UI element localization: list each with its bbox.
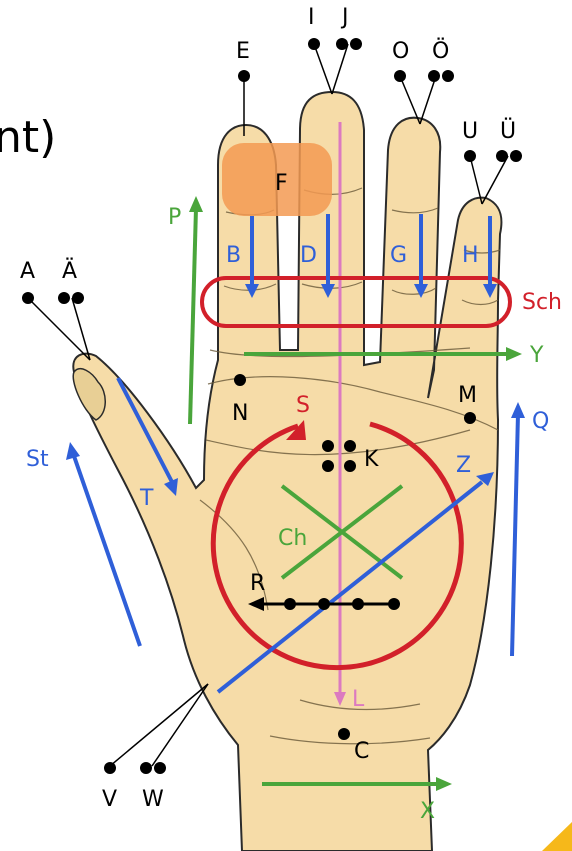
green-arrowhead-p	[189, 196, 203, 212]
m-dot	[464, 412, 476, 424]
label-z: Z	[456, 453, 471, 478]
label-d: D	[300, 243, 317, 268]
label-c: C	[354, 739, 369, 764]
label-ch: Ch	[278, 526, 307, 551]
blue-arrow-q	[512, 414, 518, 656]
label-u-umlaut: Ü	[500, 118, 516, 144]
label-sch: Sch	[522, 290, 562, 315]
label-o: O	[392, 39, 409, 64]
green-arrowhead-y	[506, 347, 522, 361]
e-dot	[238, 70, 250, 82]
w-dot-1	[140, 762, 152, 774]
label-f: F	[275, 171, 288, 196]
green-arrow-p	[190, 208, 196, 424]
label-x: X	[420, 799, 435, 824]
corner-accent	[542, 822, 572, 851]
a-umlaut-dot-1	[58, 292, 70, 304]
o-dot	[394, 70, 406, 82]
label-u: U	[462, 119, 478, 144]
o-umlaut-dot-1	[428, 70, 440, 82]
heading-fragment: nt)	[0, 112, 56, 163]
green-arrowhead-x	[436, 777, 452, 791]
label-v: V	[102, 787, 117, 812]
label-l: L	[352, 687, 365, 712]
label-g: G	[390, 243, 407, 268]
i-dot	[308, 38, 320, 50]
v-dot	[104, 762, 116, 774]
w-dot-2	[154, 762, 166, 774]
label-b: B	[226, 243, 241, 268]
a-dot	[22, 292, 34, 304]
label-y: Y	[529, 343, 544, 368]
label-w: W	[142, 787, 164, 812]
label-s: S	[296, 393, 310, 418]
label-j: J	[340, 5, 349, 30]
a-umlaut-dot-2	[72, 292, 84, 304]
n-dot	[234, 374, 246, 386]
label-h: H	[462, 243, 479, 268]
j-dot-2	[350, 38, 362, 50]
label-t: T	[139, 486, 154, 511]
o-umlaut-dot-2	[442, 70, 454, 82]
blue-arrowhead-st	[66, 442, 80, 460]
label-p: P	[168, 205, 181, 230]
label-o-umlaut: Ö	[432, 38, 449, 64]
label-n: N	[232, 401, 248, 426]
label-a: A	[20, 259, 35, 284]
label-st: St	[26, 447, 49, 472]
label-k: K	[364, 447, 379, 472]
label-r: R	[250, 571, 265, 596]
u-umlaut-dot-2	[510, 150, 522, 162]
u-umlaut-dot-1	[496, 150, 508, 162]
u-dot	[464, 150, 476, 162]
label-a-umlaut: Ä	[62, 258, 77, 284]
label-e: E	[236, 39, 250, 64]
label-m: M	[458, 383, 477, 408]
c-dot	[338, 728, 350, 740]
label-q: Q	[532, 409, 549, 434]
blue-arrowhead-q	[511, 402, 525, 418]
j-dot-1	[336, 38, 348, 50]
label-i: I	[308, 5, 315, 30]
